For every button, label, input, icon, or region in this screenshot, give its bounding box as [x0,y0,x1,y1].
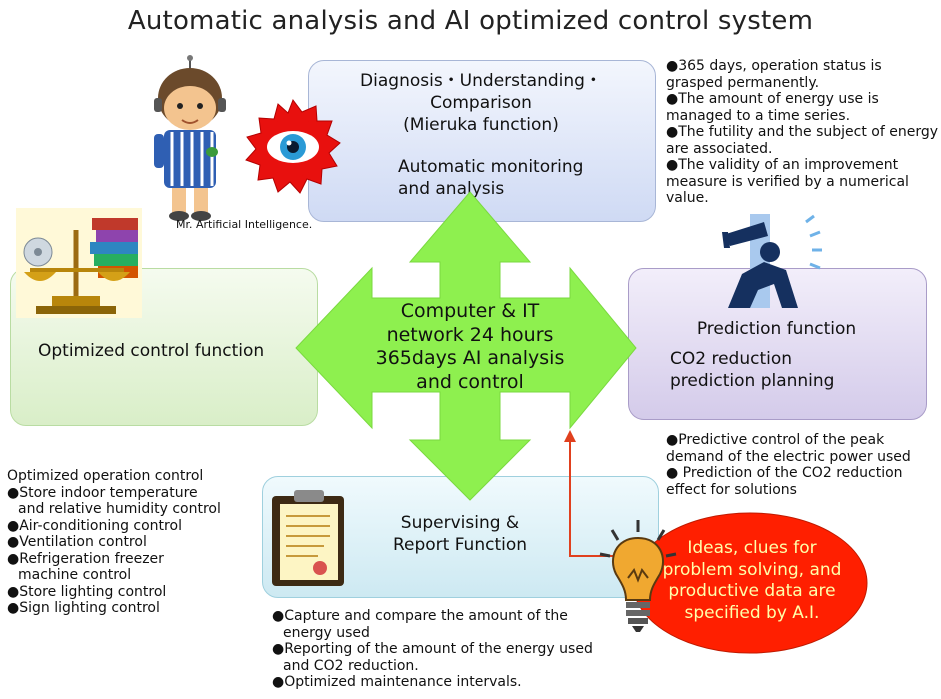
note-line: ●Optimized maintenance intervals. [272,674,522,690]
note-line: ●Predictive control of the peak [666,432,885,448]
prediction-sub-line: prediction planning [670,371,835,391]
supervising-label: Supervising & Report Function [380,512,540,556]
note-line: ●Store indoor temperature [7,484,198,501]
ellipse-line: specified by A.I. [684,602,820,623]
lightbulb-icon [599,520,677,632]
note-line: ●Store lighting control [7,583,167,600]
center-line: Computer & IT [400,300,540,322]
note-line: ●The validity of an improvement [666,157,899,173]
note-line: demand of the electric power used [666,448,911,465]
ellipse-line: productive data are [668,581,836,601]
scale-books-icon [16,208,142,318]
clipboard-icon [272,490,344,586]
diagnosis-heading: Diagnosis・Understanding・ Comparison (Mie… [308,70,654,136]
optimized-control-box [10,268,318,426]
note-line: ●Capture and compare the amount of the [272,608,568,624]
diagnosis-heading-line: (Mieruka function) [403,115,559,135]
prediction-notes: ●Predictive control of the peak demand o… [666,432,911,498]
top-right-notes: ●365 days, operation status is grasped p… [666,58,938,207]
diagnosis-box [308,60,656,222]
prediction-heading: Prediction function [696,319,857,339]
diagnosis-subtext: Automatic monitoring and analysis [398,156,583,200]
supervising-line: Report Function [392,535,528,555]
note-line: Optimized operation control [7,468,204,484]
report-notes: ●Capture and compare the amount of the e… [272,608,593,691]
ellipse-line: problem solving, and [662,559,842,580]
note-line: are associated. [666,140,773,157]
prediction-subtext: CO2 reduction prediction planning [670,348,834,392]
note-line: value. [666,190,709,206]
eye-icon [245,98,341,194]
note-line: effect for solutions [666,481,797,498]
telescope-person-icon [722,214,822,308]
note-line: managed to a time series. [666,107,851,124]
note-line: grasped permanently. [666,74,820,91]
note-line: energy used [283,624,370,641]
note-line: ●365 days, operation status is [666,58,882,74]
note-line: ●Reporting of the amount of the energy u… [272,641,593,657]
note-line: ●Refrigeration freezer [7,550,164,567]
note-line: and CO2 reduction. [283,657,419,674]
note-line: measure is verified by a numerical [666,173,909,190]
note-line: ●Ventilation control [7,534,147,550]
note-line: machine control [18,567,132,583]
center-line: network 24 hours [386,323,554,346]
diagnosis-heading-line: Comparison [430,93,532,113]
prediction-sub-line: CO2 reduction [670,349,793,369]
diagnosis-sub-line: and analysis [398,179,505,199]
optimized-control-label: Optimized control function [38,341,265,361]
note-line: ●Sign lighting control [7,600,160,616]
note-line: ● Prediction of the CO2 reduction [666,465,903,481]
note-line: and relative humidity control [18,501,221,517]
diagnosis-sub-line: Automatic monitoring [398,157,584,177]
diagram-title: Automatic analysis and AI optimized cont… [127,6,814,36]
center-line: 365days AI analysis [375,347,565,369]
supervising-line: Supervising & [400,513,520,533]
note-line: ●Air-conditioning control [7,517,182,534]
center-line: and control [416,370,524,393]
note-line: ●The futility and the subject of energy [666,124,939,140]
robot-character-icon [154,55,226,221]
control-notes: Optimized operation control ●Store indoo… [7,468,221,617]
ellipse-text: Ideas, clues for problem solving, and pr… [646,538,858,624]
note-line: ●The amount of energy use is [666,91,879,107]
ai-caption: Mr. Artificial Intelligence. [176,218,313,231]
diagnosis-heading-line: Diagnosis・Understanding・ [360,71,602,91]
center-text: Computer & IT network 24 hours 365days A… [350,300,590,394]
ellipse-line: Ideas, clues for [687,538,817,558]
